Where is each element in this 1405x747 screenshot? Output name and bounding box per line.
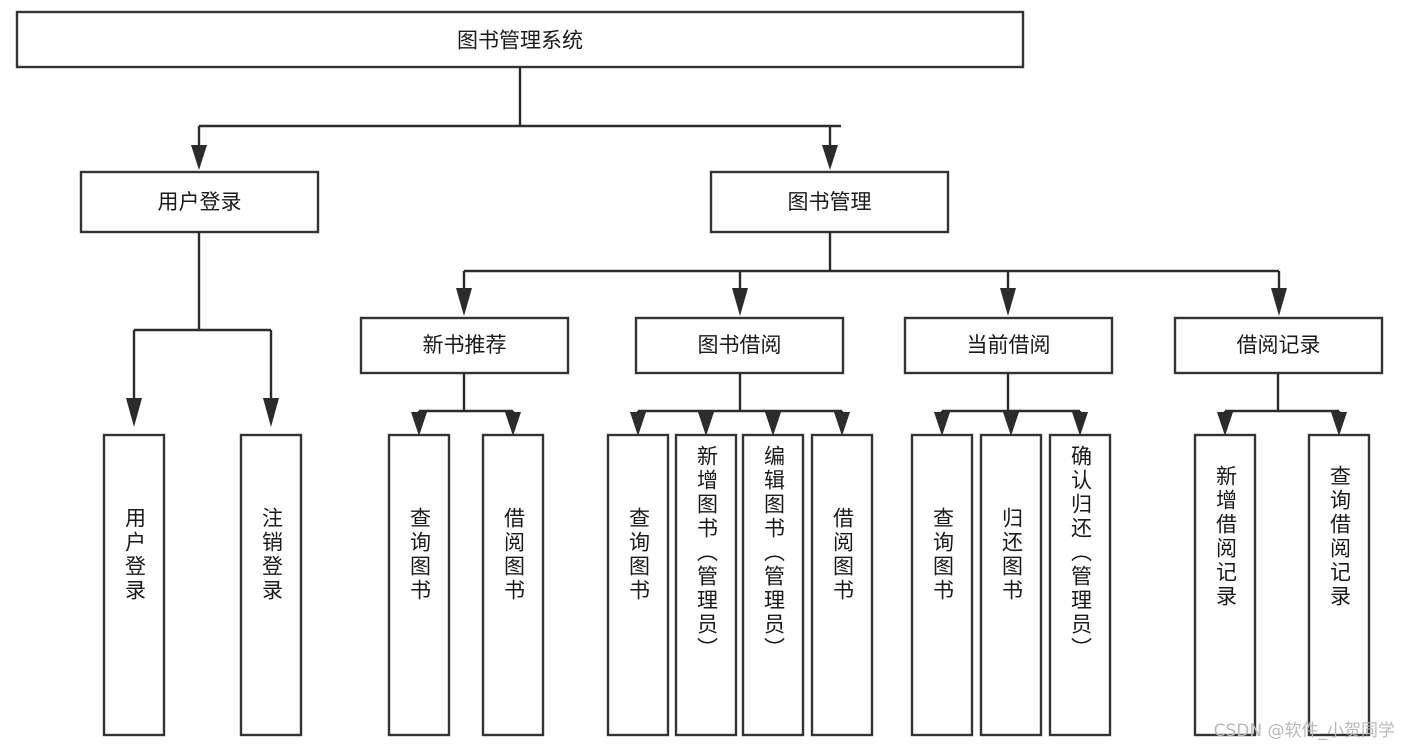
connector-new-book-recommend-to-leaves [411, 373, 521, 436]
leaf-box-book-borrow-0[interactable] [606, 433, 670, 737]
leaf-box-current-borrow-0[interactable] [910, 433, 974, 737]
leaf-box-new-book-1[interactable] [481, 433, 545, 737]
connector-current-borrow-to-leaves [934, 373, 1088, 436]
node-book-management[interactable]: 图书管理 [709, 170, 950, 234]
level3-label-new-book-recommend: 新书推荐 [423, 333, 507, 357]
leaf-box-book-borrow-2[interactable] [741, 433, 805, 737]
leaf-box-borrow-records-1[interactable] [1307, 433, 1371, 737]
level2-label-user-login: 用户登录 [158, 190, 242, 214]
leaf-box-book-borrow-1[interactable] [674, 433, 738, 737]
node-new-book-recommend[interactable]: 新书推荐 [359, 316, 570, 375]
root-box[interactable] [15, 10, 1025, 69]
node-current-borrow[interactable]: 当前借阅 [903, 316, 1114, 375]
level3-label-borrow-records: 借阅记录 [1237, 333, 1321, 357]
leaf-box-current-borrow-2[interactable] [1048, 433, 1112, 737]
connector-user-login-to-leaves [126, 232, 279, 427]
leaf-box-book-borrow-3[interactable] [810, 433, 874, 737]
node-book-borrow[interactable]: 图书借阅 [634, 316, 845, 375]
node-user-login[interactable]: 用户登录 [79, 170, 320, 234]
connector-book-borrow-to-leaves [630, 373, 850, 436]
root-label: 图书管理系统 [457, 29, 583, 53]
connector-book-management-to-level3 [456, 232, 1287, 316]
connector-borrow-records-to-leaves [1217, 373, 1347, 436]
leaf-box-user-login-0[interactable] [102, 433, 166, 737]
level2-label-book-management: 图书管理 [788, 190, 872, 214]
level3-box-current-borrow[interactable] [903, 316, 1114, 375]
level3-label-book-borrow: 图书借阅 [698, 333, 782, 357]
node-root[interactable]: 图书管理系统 [15, 10, 1025, 69]
leaf-box-borrow-records-0[interactable] [1193, 433, 1257, 737]
level3-label-current-borrow: 当前借阅 [967, 333, 1051, 357]
leaf-box-new-book-0[interactable] [387, 433, 451, 737]
connector-root-to-level2 [191, 67, 841, 170]
leaf-box-current-borrow-1[interactable] [979, 433, 1043, 737]
level2-box-user-login[interactable] [79, 170, 320, 234]
level3-box-new-book-recommend[interactable] [359, 316, 570, 375]
leaf-box-user-login-1[interactable] [239, 433, 303, 737]
node-borrow-records[interactable]: 借阅记录 [1173, 316, 1384, 375]
